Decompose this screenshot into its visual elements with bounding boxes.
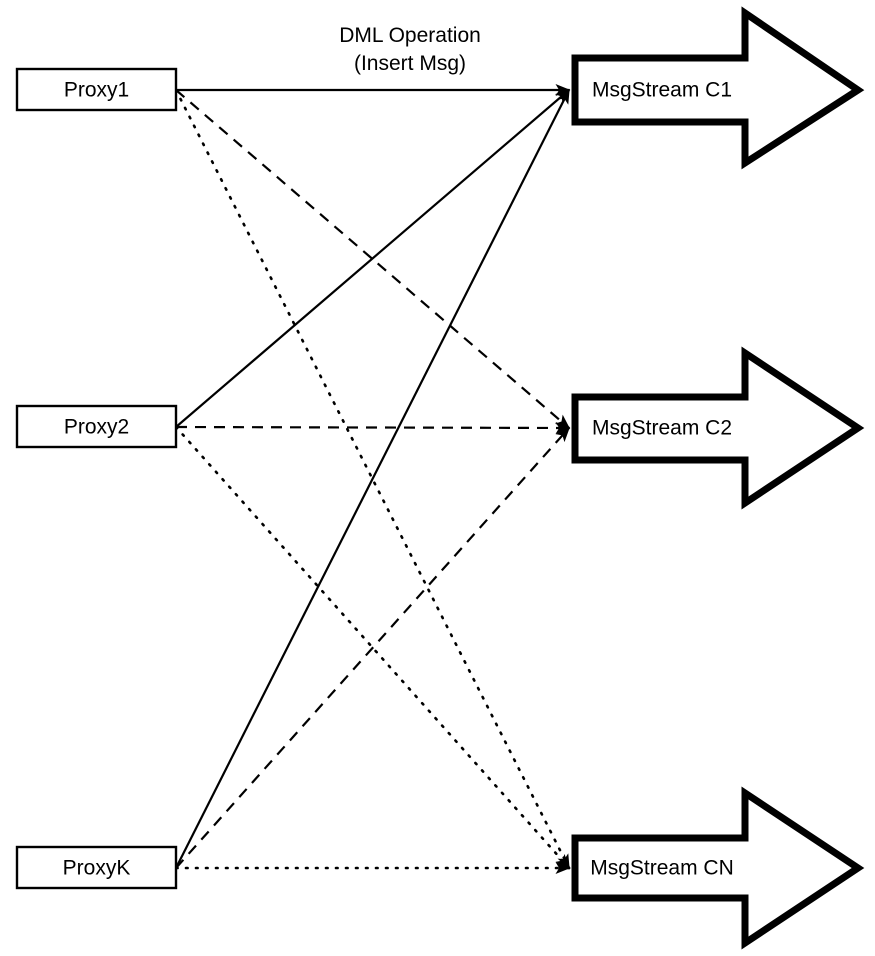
msgstream-arrow-shape-msgstream-cn (571, 786, 865, 950)
proxy-box-proxyk (15, 845, 178, 890)
edge-proxy2-to-c2 (175, 421, 571, 434)
edge-proxyk-to-c2 (175, 426, 570, 869)
proxy-node-proxy1[interactable]: Proxy1 (15, 67, 178, 112)
msgstream-node-msgstream-cn[interactable]: MsgStream CN (571, 786, 865, 950)
proxy-label-proxy2: Proxy2 (64, 416, 129, 439)
msgstream-arrow-shape-msgstream-c2 (571, 346, 865, 510)
proxy-label-proxyk: ProxyK (63, 857, 131, 880)
edge-proxy1-to-c2 (175, 89, 571, 429)
edge-proxy2-to-cn (174, 425, 571, 870)
proxy-box-proxy2 (15, 404, 178, 449)
msgstream-label-msgstream-cn: MsgStream CN (590, 857, 734, 880)
proxy-label-proxy1: Proxy1 (64, 79, 129, 102)
edge-proxy2-to-c1 (175, 89, 571, 428)
caption-line-1: DML Operation (339, 24, 481, 47)
edge-proxyk-to-c1 (175, 88, 570, 869)
msgstream-label-msgstream-c1: MsgStream C1 (592, 79, 732, 102)
msgstream-nodes-layer: MsgStream C1 MsgStream C2 MsgStream CN (571, 6, 865, 950)
edges-layer (174, 84, 571, 874)
msgstream-node-msgstream-c2[interactable]: MsgStream C2 (571, 346, 865, 510)
msgstream-arrow-shape-msgstream-c1 (571, 6, 865, 170)
proxy-node-proxy2[interactable]: Proxy2 (15, 404, 178, 449)
msgstream-node-msgstream-c1[interactable]: MsgStream C1 (571, 6, 865, 170)
msgstream-label-msgstream-c2: MsgStream C2 (592, 417, 732, 440)
caption-line-2: (Insert Msg) (354, 52, 466, 75)
proxy-node-proxyk[interactable]: ProxyK (15, 845, 178, 890)
dml-operation-caption: DML Operation (Insert Msg) (339, 24, 481, 75)
proxy-box-proxy1 (15, 67, 178, 112)
